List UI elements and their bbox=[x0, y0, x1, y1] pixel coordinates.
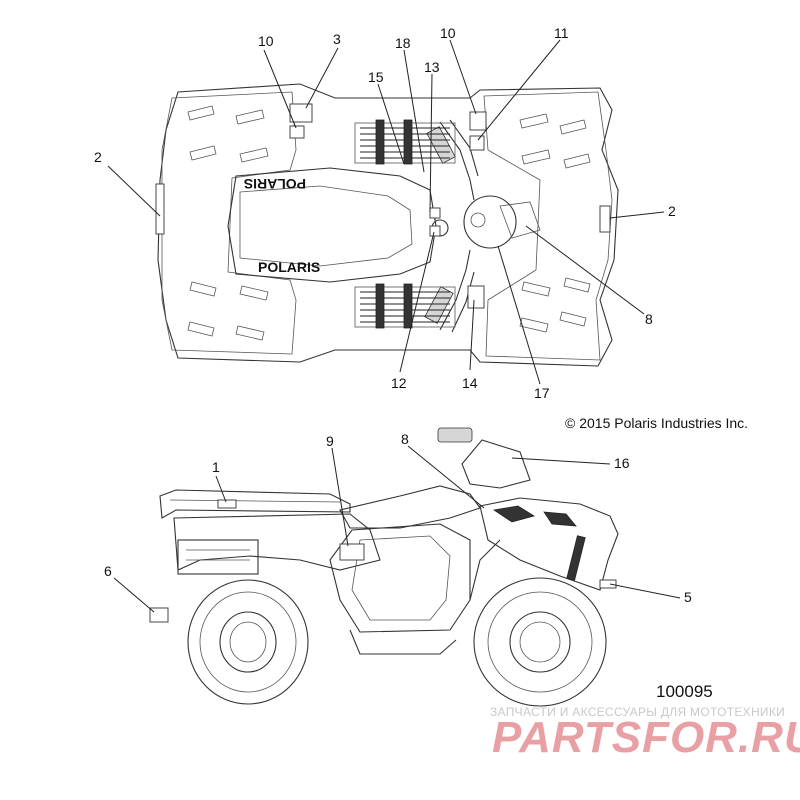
callout-9: 9 bbox=[326, 433, 334, 449]
decal-9-side bbox=[339, 543, 365, 561]
callout-16: 16 bbox=[614, 455, 630, 471]
callout-2-left: 2 bbox=[94, 149, 102, 165]
callout-7: 8 bbox=[645, 311, 653, 327]
decal-1-side bbox=[217, 499, 237, 509]
decal-10-top bbox=[469, 111, 487, 131]
callout-1: 1 bbox=[212, 459, 220, 475]
callout-8: 8 bbox=[401, 431, 409, 447]
footrest-top bbox=[354, 119, 456, 165]
decal-12-top bbox=[429, 225, 441, 237]
callout-15: 15 bbox=[368, 69, 384, 85]
watermark-logo: PARTSFOR.RU bbox=[492, 713, 800, 762]
decal-4-top bbox=[289, 125, 305, 139]
decal-18-top bbox=[429, 207, 441, 219]
callout-3: 3 bbox=[333, 31, 341, 47]
callout-2-right: 2 bbox=[668, 203, 676, 219]
decal-11-top bbox=[469, 135, 485, 151]
atv-top-view: POLARIS POLARIS bbox=[155, 83, 619, 367]
decal-2-rear bbox=[155, 183, 165, 235]
copyright-text: © 2015 Polaris Industries Inc. bbox=[565, 415, 748, 431]
decal-14-top bbox=[467, 285, 485, 309]
atv-side-view bbox=[149, 427, 619, 707]
callout-5: 5 bbox=[684, 589, 692, 605]
decal-2-front bbox=[599, 205, 611, 233]
callout-13: 13 bbox=[424, 59, 440, 75]
decal-6-side bbox=[149, 607, 169, 623]
watermark-tagline: ЗАПЧАСТИ И АКСЕССУАРЫ ДЛЯ МОТОТЕХНИКИ bbox=[490, 705, 785, 719]
brand-text-top: POLARIS bbox=[244, 176, 306, 192]
leader-lines bbox=[107, 39, 681, 613]
callout-10: 10 bbox=[440, 25, 456, 41]
brand-text-seat: POLARIS bbox=[258, 259, 320, 275]
footrest-bottom bbox=[354, 283, 456, 329]
callout-4: 10 bbox=[258, 33, 274, 49]
watermark: ЗАПЧАСТИ И АКСЕССУАРЫ ДЛЯ МОТОТЕХНИКИ PA… bbox=[490, 705, 800, 762]
callout-17: 17 bbox=[534, 385, 550, 401]
callout-18: 18 bbox=[395, 35, 411, 51]
callout-11: 11 bbox=[554, 25, 569, 41]
decal-5-side bbox=[599, 579, 617, 589]
callout-6: 6 bbox=[104, 563, 112, 579]
front-wheel bbox=[473, 577, 607, 707]
callout-12: 12 bbox=[391, 375, 407, 391]
callouts: 10 3 18 10 11 13 15 2 2 8 12 14 17 1 9 8… bbox=[94, 25, 692, 605]
callout-14: 14 bbox=[462, 375, 478, 391]
rear-wheel bbox=[187, 579, 309, 705]
decal-3-top bbox=[289, 103, 313, 123]
figure-number: 100095 bbox=[656, 682, 713, 701]
fender-grips bbox=[187, 105, 591, 341]
